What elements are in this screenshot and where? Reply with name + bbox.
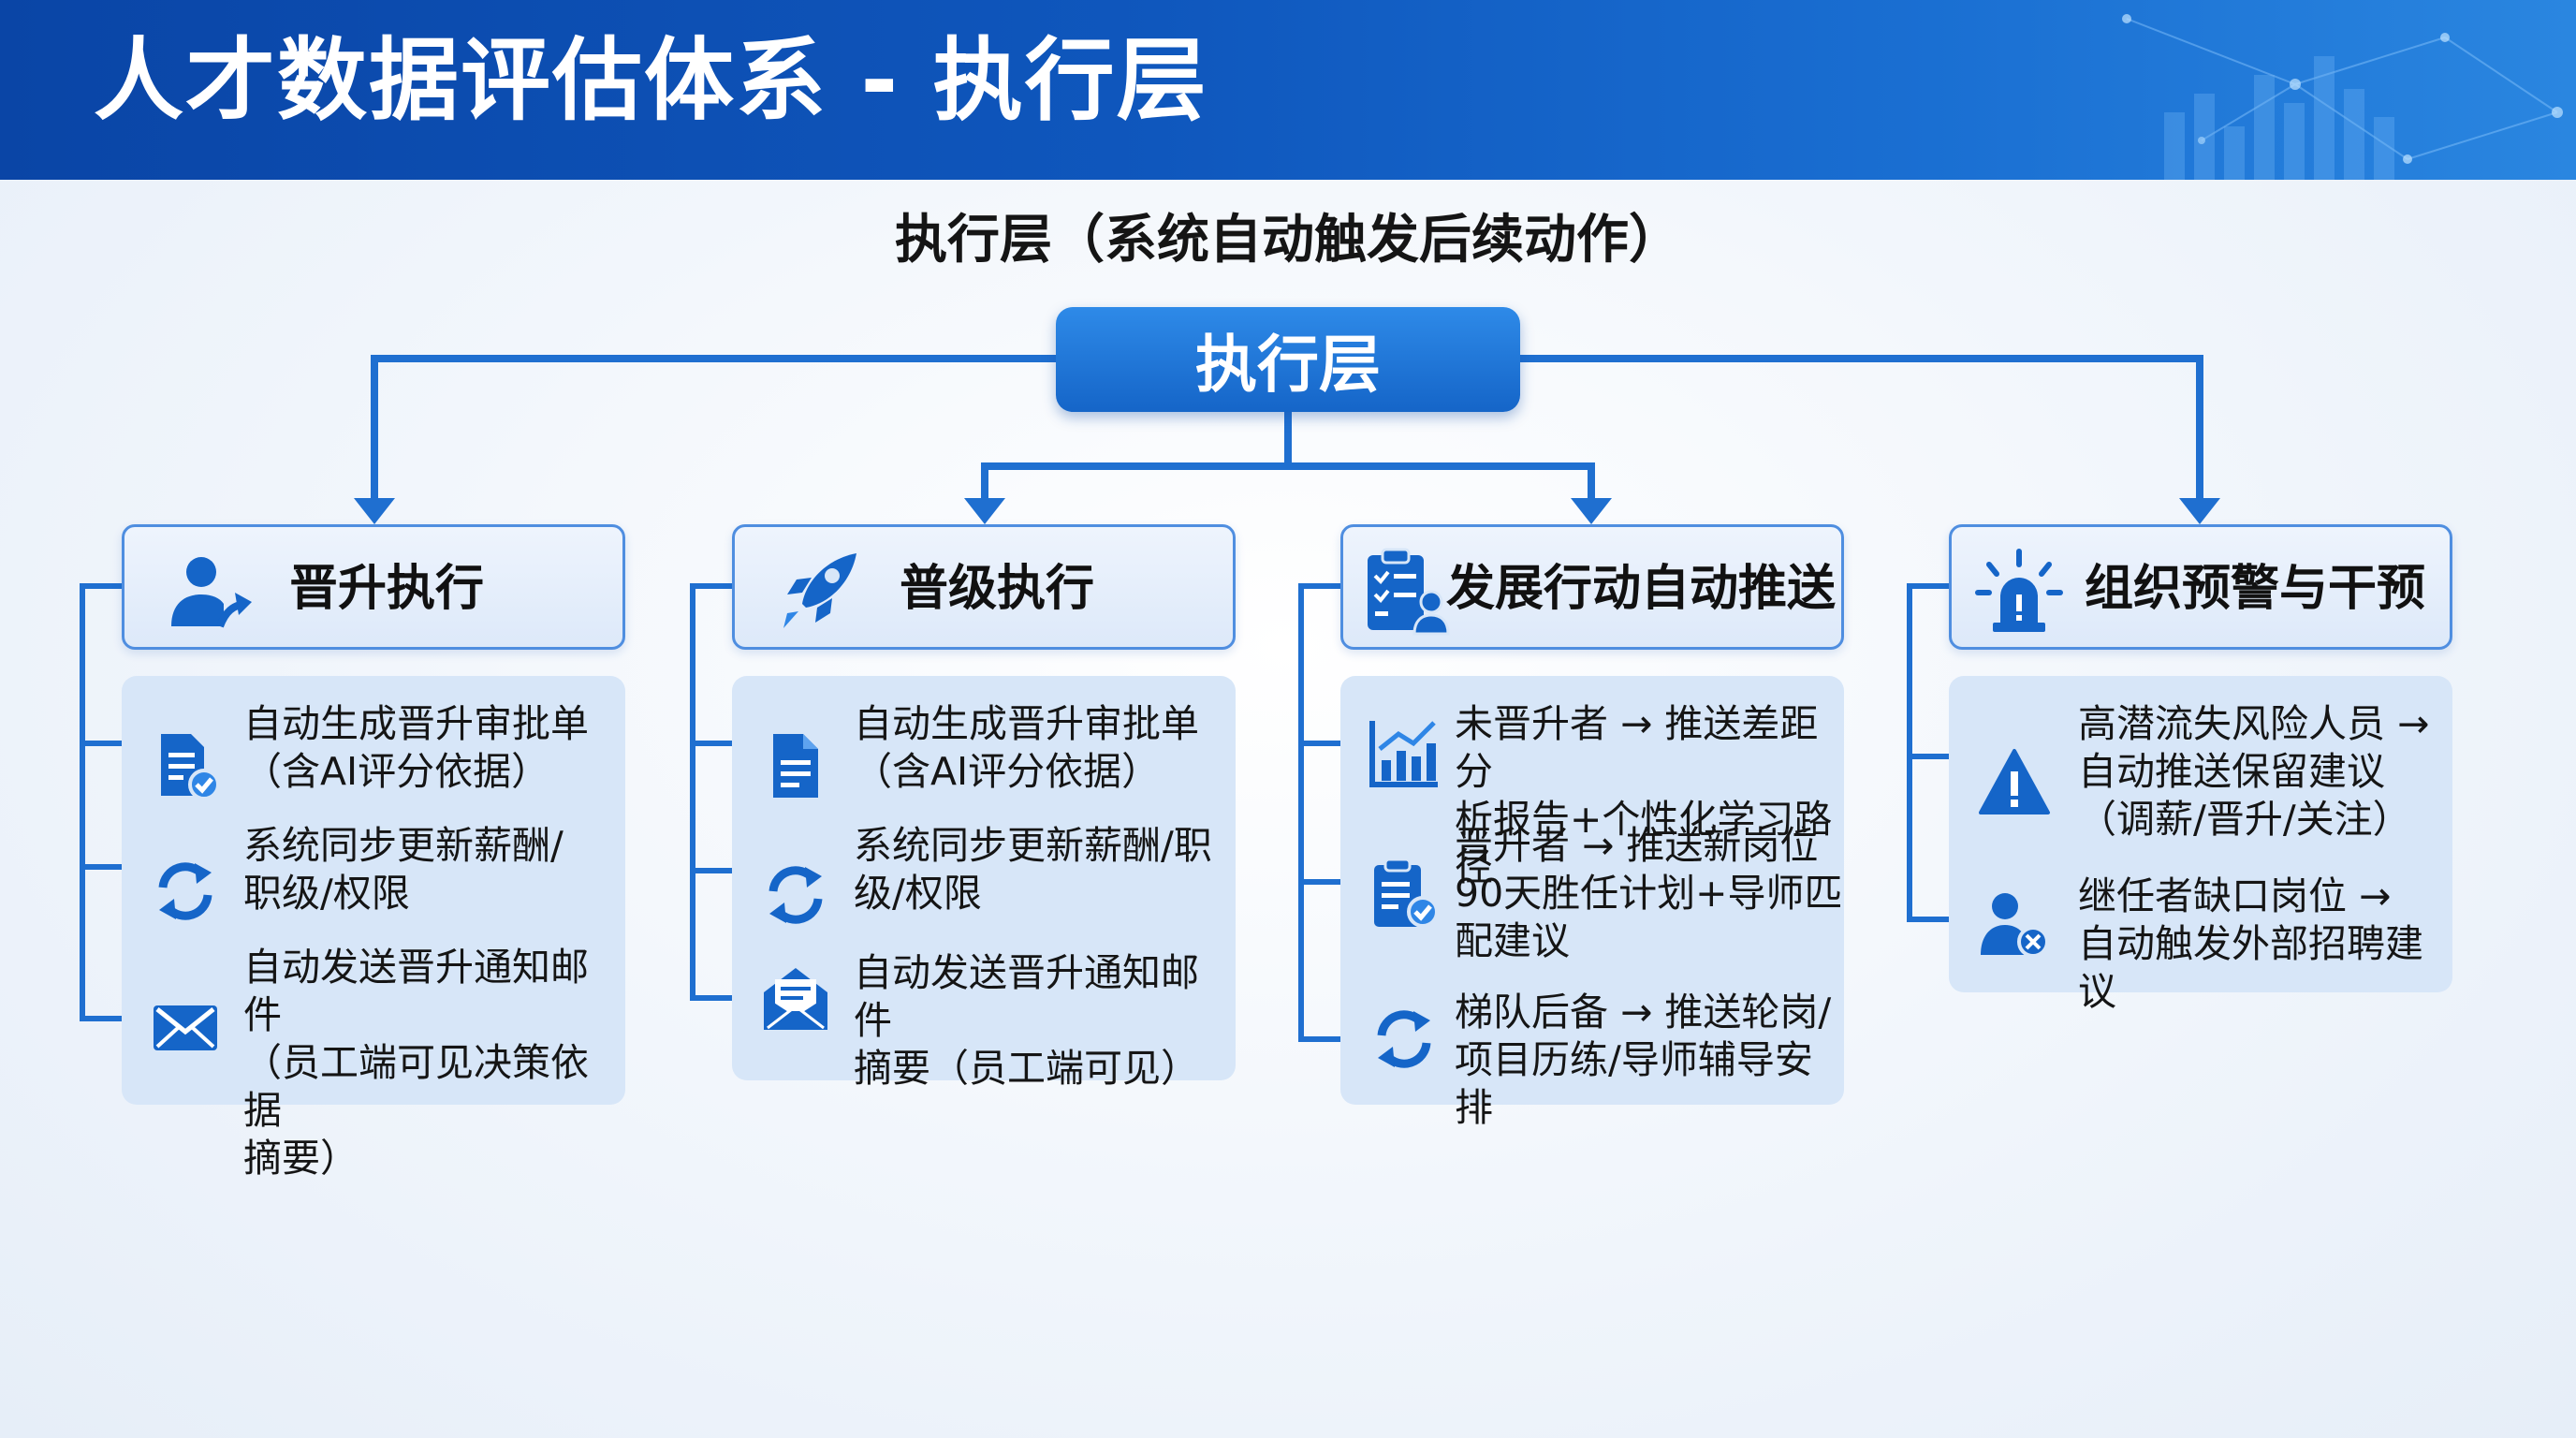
sync-icon (768, 866, 823, 924)
panel-promotion-execution: 自动生成晋升审批单 （含AI评分依据） 系统同步更新薪酬/ 职级/权限 自动发送… (122, 676, 625, 1181)
item-text: 自动生成晋升审批单 （含AI评分依据） (243, 701, 589, 794)
connector-root-to-cat4 (1520, 355, 2203, 506)
item-text: 自动生成晋升审批单 （含AI评分依据） (854, 701, 1199, 794)
item-text: 自动发送晋升通知邮件 （员工端可见决策依据 摘要） (243, 945, 589, 1181)
trunk-cat1 (80, 583, 133, 1021)
trunk-cat2 (690, 583, 743, 1001)
chart-icon (1369, 721, 1438, 787)
rocket-icon (783, 553, 856, 628)
warning-icon (1979, 749, 2050, 814)
page-title: 人才数据评估体系 - 执行层 (94, 28, 1208, 133)
arrow-cat2 (964, 498, 1005, 524)
item-text: 自动发送晋升通知邮件 摘要（员工端可见） (854, 950, 1199, 1091)
diagram-subtitle: 执行层（系统自动触发后续动作） (895, 210, 1681, 271)
user-remove-icon (1981, 893, 2049, 958)
arrow-cat4 (2179, 498, 2220, 524)
item-text: 晋升者 → 推送新岗位 90天胜任计划+导师匹 配建议 (1455, 823, 1843, 963)
category-label: 组织预警与干预 (2085, 561, 2426, 617)
item-text: 未晋升者 → 推送差距分 析报告+个性化学习路径 (1455, 701, 1833, 889)
category-label: 普级执行 (900, 561, 1095, 617)
document-check-icon (161, 734, 220, 800)
panel-org-warning: 高潜流失风险人员 → 自动推送保留建议 （调薪/晋升/关注） 继任者缺口岗位 →… (1949, 676, 2452, 1014)
header-banner: 人才数据评估体系 - 执行层 (0, 0, 2576, 180)
item-text: 梯队后备 → 推送轮岗/ 项目历练/导师辅导安排 (1455, 990, 1832, 1130)
connector-root-to-cat2 (981, 462, 1595, 506)
category-label: 发展行动自动推送 (1446, 561, 1837, 617)
category-promotion-execution: 晋升执行 (122, 524, 625, 650)
root-node: 执行层 (1056, 307, 1520, 412)
user-promotion-icon (171, 557, 252, 628)
mail-icon (154, 1005, 217, 1050)
trunk-cat4 (1907, 583, 1960, 922)
category-development-push: 发展行动自动推送 (1340, 524, 1844, 650)
category-level-execution: 普级执行 (732, 524, 1236, 650)
item-text: 继任者缺口岗位 → 自动触发外部招聘建议 (2078, 873, 2423, 1014)
item-text: 高潜流失风险人员 → 自动推送保留建议 （调薪/晋升/关注） (2078, 701, 2430, 842)
category-org-warning: 组织预警与干预 (1949, 524, 2452, 650)
checklist-user-icon (1368, 548, 1450, 636)
connector-root-to-cat1 (371, 355, 1056, 506)
arrow-cat1 (354, 498, 395, 524)
arrow-cat3 (1571, 498, 1612, 524)
panel-level-execution: 自动生成晋升审批单 （含AI评分依据） 系统同步更新薪酬/职 级/权限 自动发送… (732, 676, 1236, 1091)
document-icon (773, 734, 818, 798)
clipboard-check-icon (1374, 858, 1439, 928)
open-mail-icon (764, 968, 827, 1030)
alarm-icon (1975, 549, 2063, 632)
panel-development-push: 未晋升者 → 推送差距分 析报告+个性化学习路径 晋升者 → 推送新岗位 90天… (1340, 676, 1844, 1130)
item-text: 系统同步更新薪酬/职 级/权限 (854, 823, 1212, 916)
sync-icon (1377, 1010, 1431, 1068)
trunk-cat3 (1298, 583, 1352, 1042)
item-text: 系统同步更新薪酬/ 职级/权限 (243, 823, 564, 916)
category-label: 晋升执行 (289, 561, 485, 617)
sync-icon (158, 862, 212, 920)
network-decoration (2122, 14, 2563, 180)
